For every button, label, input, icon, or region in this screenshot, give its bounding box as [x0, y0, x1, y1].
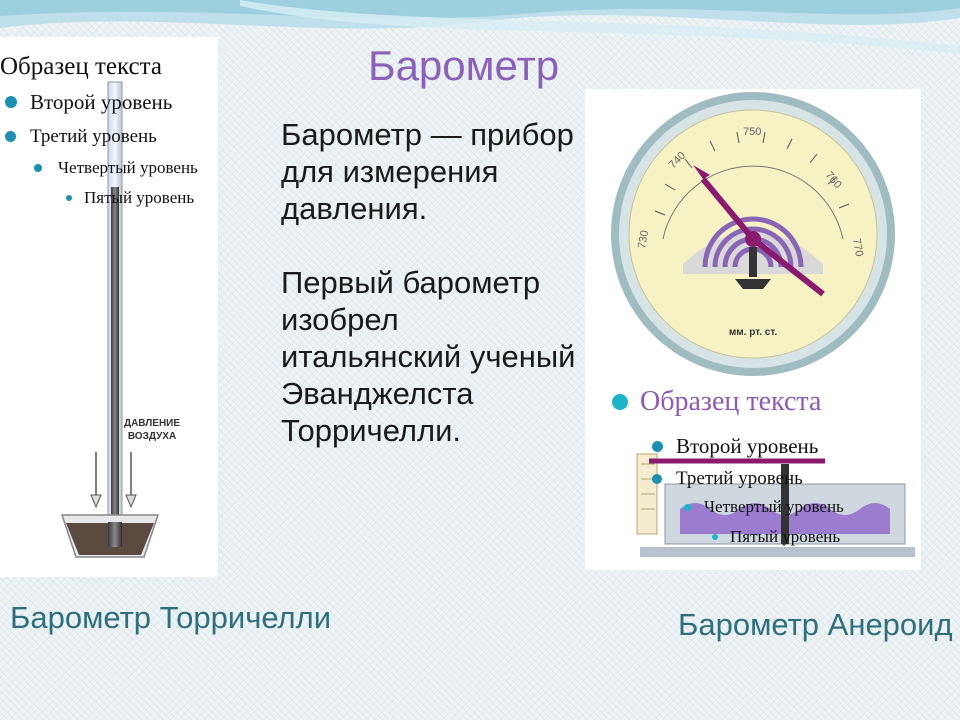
- torricelli-barometer-image: ДАВЛЕНИЕ ВОЗДУХА: [0, 37, 218, 577]
- right-outline-level-3: Третий уровень: [612, 467, 844, 491]
- left-outline-level-4: Четвертый уровень: [0, 157, 198, 179]
- unit-label: мм. рт. ст.: [729, 327, 777, 338]
- decorative-wave-header: [0, 0, 960, 54]
- definition-paragraph: Барометр — прибор для измерения давления…: [281, 117, 574, 226]
- main-text-block: Барометр — прибор для измерения давления…: [281, 116, 581, 449]
- aneroid-caption: Барометр Анероид: [678, 607, 953, 642]
- scale-label-770: 770: [850, 237, 865, 257]
- left-outline-level-5: Пятый уровень: [0, 187, 198, 209]
- aneroid-barometer-image: 730 750 760 770 740 мм. рт. ст.: [585, 89, 921, 570]
- right-outline-level-5: Пятый уровень: [612, 526, 844, 548]
- left-outline-level-2: Второй уровень: [0, 90, 198, 114]
- right-outline-level-2: Второй уровень: [612, 434, 844, 458]
- right-outline-placeholder: Образец текста Второй уровень Третий уро…: [612, 384, 844, 548]
- slide-title: Барометр: [368, 42, 560, 89]
- right-outline-level-4: Четвертый уровень: [612, 496, 844, 518]
- pressure-label-line1: ДАВЛЕНИЕ: [124, 418, 180, 429]
- torricelli-caption: Барометр Торричелли: [10, 600, 332, 635]
- pressure-label-line2: ВОЗДУХА: [128, 431, 176, 442]
- left-outline-level-3: Третий уровень: [0, 125, 198, 149]
- scale-label-750: 750: [743, 126, 761, 138]
- history-paragraph: Первый барометр изобрел итальянский учен…: [281, 265, 576, 448]
- right-outline-level-1: Образец текста: [612, 384, 844, 420]
- left-outline-placeholder: Образец текста Второй уровень Третий уро…: [0, 50, 198, 209]
- left-outline-level-1: Образец текста: [0, 53, 162, 80]
- scale-label-730: 730: [636, 229, 651, 249]
